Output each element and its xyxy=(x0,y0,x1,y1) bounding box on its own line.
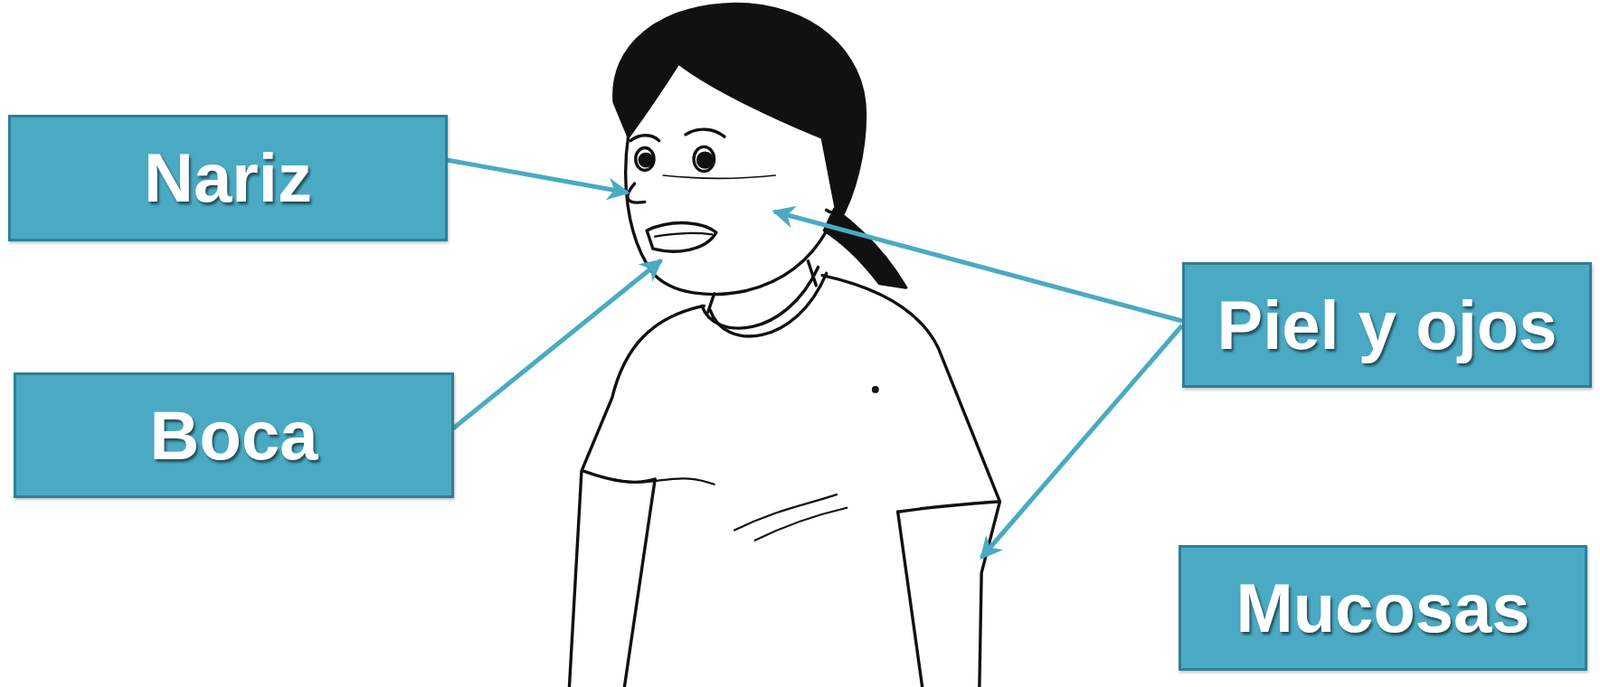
eyebrow xyxy=(630,135,660,142)
face-outline xyxy=(625,134,834,295)
shirt-fold xyxy=(734,494,837,531)
leader-line xyxy=(453,260,662,429)
leader-line xyxy=(774,211,1183,322)
sleeve xyxy=(898,501,999,512)
ponytail xyxy=(823,208,906,288)
leader-line xyxy=(446,160,628,193)
eye xyxy=(635,148,654,171)
box-label: Boca xyxy=(150,397,319,474)
arm xyxy=(624,479,655,687)
eyebrow xyxy=(685,129,725,137)
leader-lines xyxy=(446,160,1183,559)
nose xyxy=(627,183,645,203)
collar xyxy=(701,267,819,330)
shirt-dot xyxy=(873,388,879,393)
woman-drawing xyxy=(568,4,1000,687)
box-label: Mucosas xyxy=(1235,570,1530,647)
leader-line xyxy=(981,325,1183,559)
shirt-left xyxy=(568,305,704,687)
label-box: Mucosas xyxy=(1178,545,1588,672)
box-label: Piel y ojos xyxy=(1217,287,1558,364)
pupil xyxy=(639,153,653,167)
label-box: Piel y ojos xyxy=(1182,262,1592,389)
pupil xyxy=(698,152,713,168)
mouth xyxy=(646,223,717,253)
arm xyxy=(898,511,923,687)
label-box: Boca xyxy=(13,372,455,499)
teeth xyxy=(654,233,712,237)
ear xyxy=(826,151,854,213)
cheek-line xyxy=(662,175,776,179)
shirt-fold xyxy=(612,478,715,485)
eye xyxy=(693,146,715,171)
box-label: Nariz xyxy=(143,140,313,217)
collar xyxy=(710,273,827,337)
label-box: Nariz xyxy=(8,114,448,242)
hair xyxy=(614,4,866,223)
shirt-fold xyxy=(755,508,848,541)
shirt-right xyxy=(822,275,1000,687)
